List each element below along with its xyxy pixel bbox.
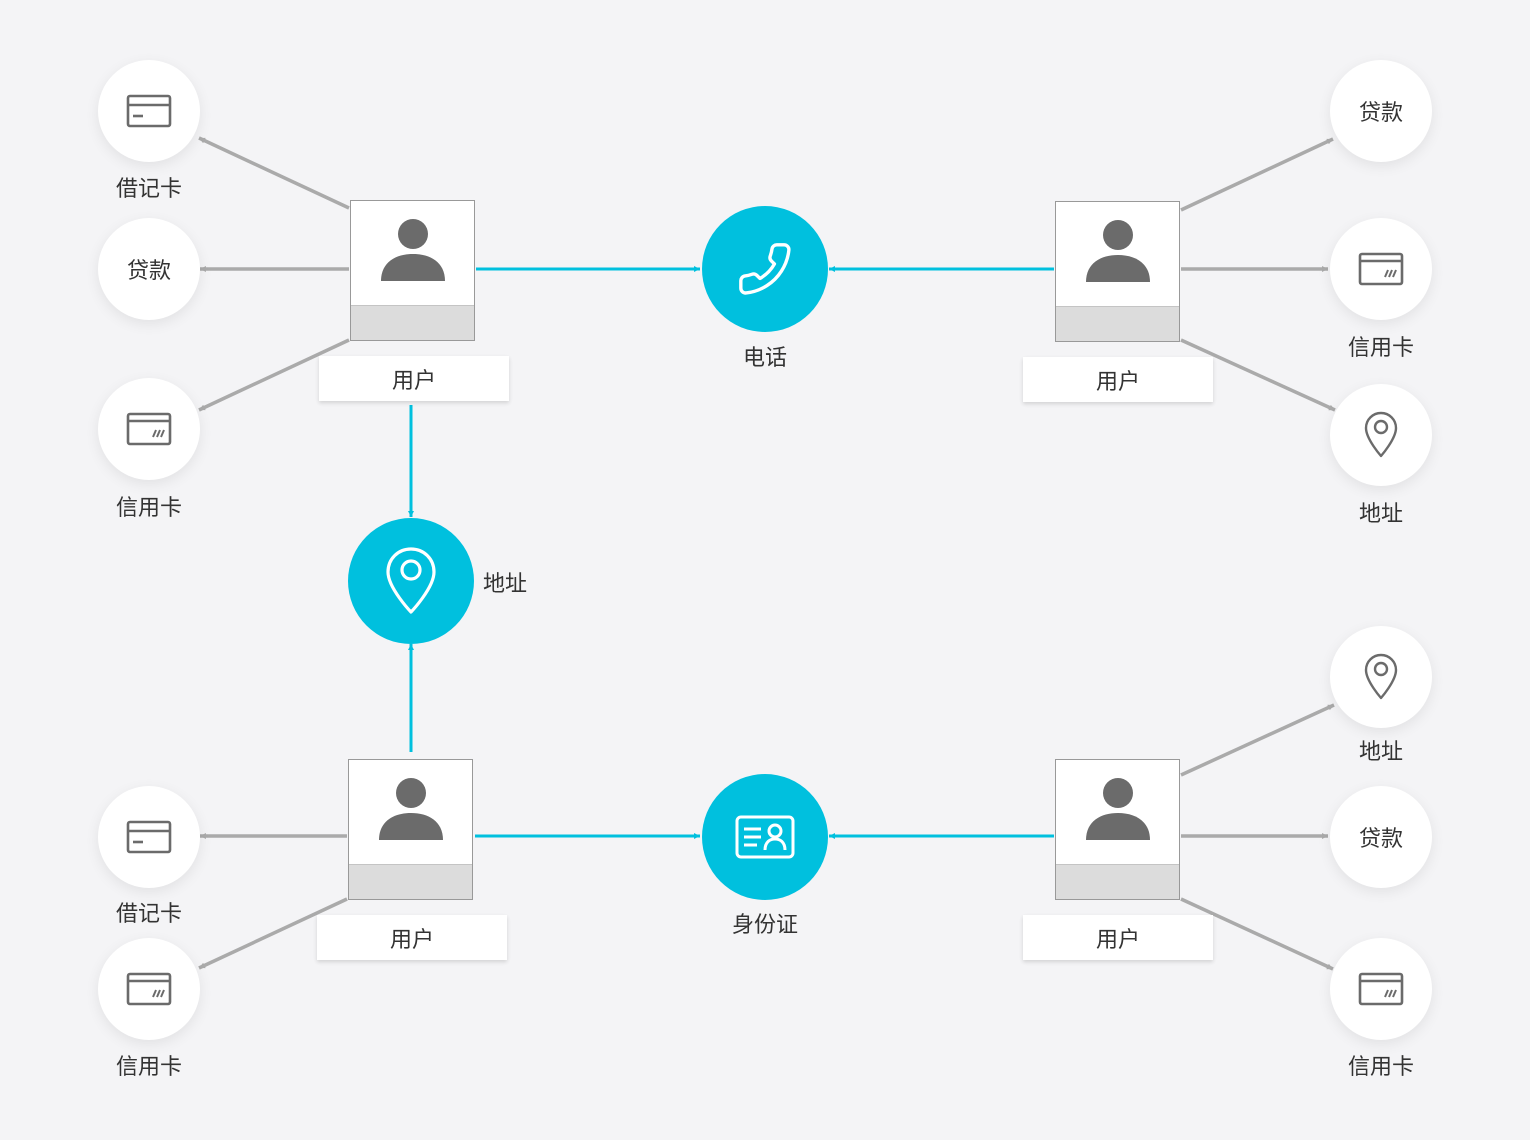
satellite-loan[interactable]: 贷款	[1330, 60, 1432, 162]
satellite-debit-card[interactable]	[98, 786, 200, 888]
user-card	[350, 200, 475, 341]
user-label: 用户	[319, 356, 509, 401]
user-label: 用户	[1023, 915, 1213, 960]
satellite-credit-card[interactable]	[98, 378, 200, 480]
edge-tr-address	[1180, 338, 1336, 412]
satellite-credit-card[interactable]	[1330, 218, 1432, 320]
satellite-label: 信用卡	[115, 1055, 182, 1080]
satellite-debit-card[interactable]	[98, 60, 200, 162]
satellite-loan[interactable]: 贷款	[98, 218, 200, 320]
satellite-label: 贷款	[1358, 827, 1403, 852]
edge-bl-credit	[198, 897, 348, 970]
satellite-address[interactable]	[1330, 384, 1432, 486]
credit-card-icon	[126, 972, 172, 1006]
user-card	[348, 759, 473, 900]
hub-id-card-label: 身份证	[731, 913, 798, 938]
user-label: 用户	[317, 915, 507, 960]
credit-card-icon	[1358, 972, 1404, 1006]
hub-id-card[interactable]	[702, 774, 828, 900]
edge-br-credit	[1180, 897, 1334, 971]
satellite-label: 信用卡	[1347, 336, 1414, 361]
user-avatar-icon	[1086, 778, 1150, 840]
satellite-label: 借记卡	[115, 177, 182, 202]
satellite-label: 信用卡	[115, 496, 182, 521]
user-card-band	[1056, 306, 1179, 341]
credit-card-icon	[126, 412, 172, 446]
debit-card-icon	[126, 820, 172, 854]
user-card-band	[349, 864, 472, 899]
edge-br-address	[1180, 703, 1335, 777]
location-pin-icon	[1364, 653, 1398, 700]
edge-tl-credit	[198, 338, 350, 412]
id-card-icon	[735, 815, 795, 859]
debit-card-icon	[126, 94, 172, 128]
satellite-label: 地址	[1358, 740, 1403, 765]
edge-tr-loan	[1180, 137, 1334, 212]
user-card-band	[1056, 864, 1179, 899]
satellite-label: 贷款	[126, 259, 171, 284]
location-pin-icon	[386, 547, 436, 614]
user-label: 用户	[1023, 357, 1213, 402]
satellite-credit-card[interactable]	[98, 938, 200, 1040]
satellite-credit-card[interactable]	[1330, 938, 1432, 1040]
satellite-loan[interactable]: 贷款	[1330, 786, 1432, 888]
user-card	[1055, 759, 1180, 900]
user-card	[1055, 201, 1180, 342]
phone-icon	[739, 243, 791, 295]
satellite-label: 信用卡	[1347, 1055, 1414, 1080]
hub-phone-label: 电话	[742, 346, 787, 371]
hub-address[interactable]	[348, 518, 474, 644]
user-avatar-icon	[381, 219, 445, 281]
hub-phone[interactable]	[702, 206, 828, 332]
user-card-band	[351, 305, 474, 340]
satellite-label: 贷款	[1358, 101, 1403, 126]
satellite-label: 地址	[1358, 502, 1403, 527]
user-avatar-icon	[1086, 220, 1150, 282]
hub-address-label: 地址	[483, 572, 528, 597]
satellite-label: 借记卡	[115, 902, 182, 927]
user-avatar-icon	[379, 778, 443, 840]
location-pin-icon	[1364, 411, 1398, 458]
satellite-address[interactable]	[1330, 626, 1432, 728]
credit-card-icon	[1358, 252, 1404, 286]
edge-tl-debit	[198, 136, 350, 210]
